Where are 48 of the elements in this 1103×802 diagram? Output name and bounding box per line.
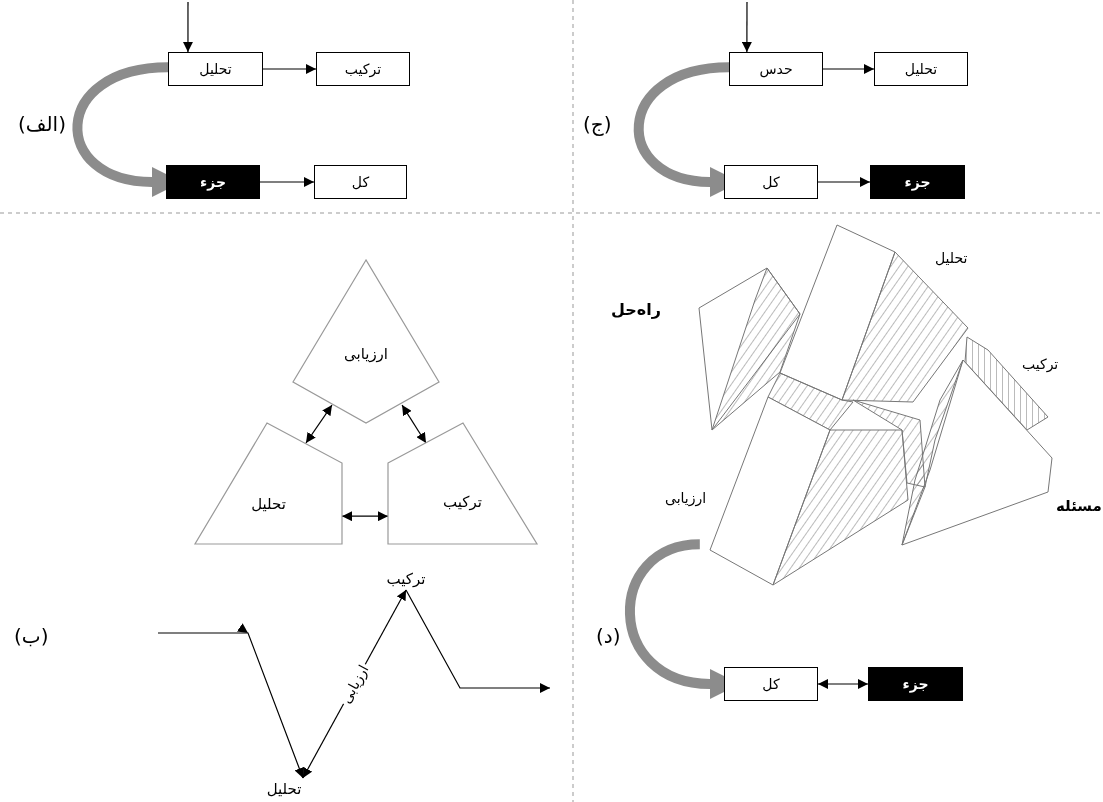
process-box (724, 667, 818, 701)
text-label: ترکیب (378, 568, 434, 590)
arrow (262, 64, 317, 74)
process-box (724, 165, 818, 199)
part-label: ارزیابی (665, 490, 707, 506)
box-label: جزء (904, 174, 931, 190)
process-box (870, 165, 965, 199)
pentagon-block (293, 260, 439, 423)
arrow (182, 1, 193, 53)
box-label: تحلیل (904, 61, 938, 77)
panel-label: (الف) (18, 112, 66, 136)
box-label: کل (762, 676, 780, 692)
text-label: تحلیل (262, 778, 306, 800)
panel-label: (ب) (14, 624, 49, 648)
process-box (168, 52, 263, 86)
box-label: حدس (759, 61, 793, 77)
part-label: تحلیل (935, 250, 968, 266)
part-label: راه‌حل (611, 300, 661, 319)
arrow (259, 177, 315, 187)
process-box (314, 165, 407, 199)
process-box (868, 667, 963, 701)
box-label: جزء (902, 676, 929, 692)
part-label: ترکیب (1022, 356, 1059, 372)
block-label: تحلیل (251, 495, 286, 514)
box-label: جزء (200, 174, 226, 190)
arrow (817, 177, 871, 187)
block-label: ترکیب (443, 492, 482, 511)
arrow (157, 623, 304, 779)
part-label: مسئله (1056, 497, 1102, 515)
double-arrow (305, 404, 333, 444)
arrow (822, 64, 875, 74)
double-arrow (817, 679, 869, 689)
arrow (405, 589, 551, 693)
pentagon-block (195, 423, 342, 544)
pentagon-block (388, 423, 537, 544)
box-label: کل (762, 174, 780, 190)
process-box (874, 52, 968, 86)
process-box (729, 52, 823, 86)
block-label: ارزیابی (343, 344, 389, 363)
double-arrow (401, 404, 427, 444)
box-label: ترکیب (344, 61, 382, 77)
box-label: تحلیل (199, 61, 232, 77)
panel-label: (د) (596, 624, 621, 648)
arrow (741, 1, 752, 53)
process-box (316, 52, 410, 86)
panel-label: (ج) (583, 112, 612, 136)
box-label: کل (351, 174, 370, 190)
process-box (166, 165, 260, 199)
